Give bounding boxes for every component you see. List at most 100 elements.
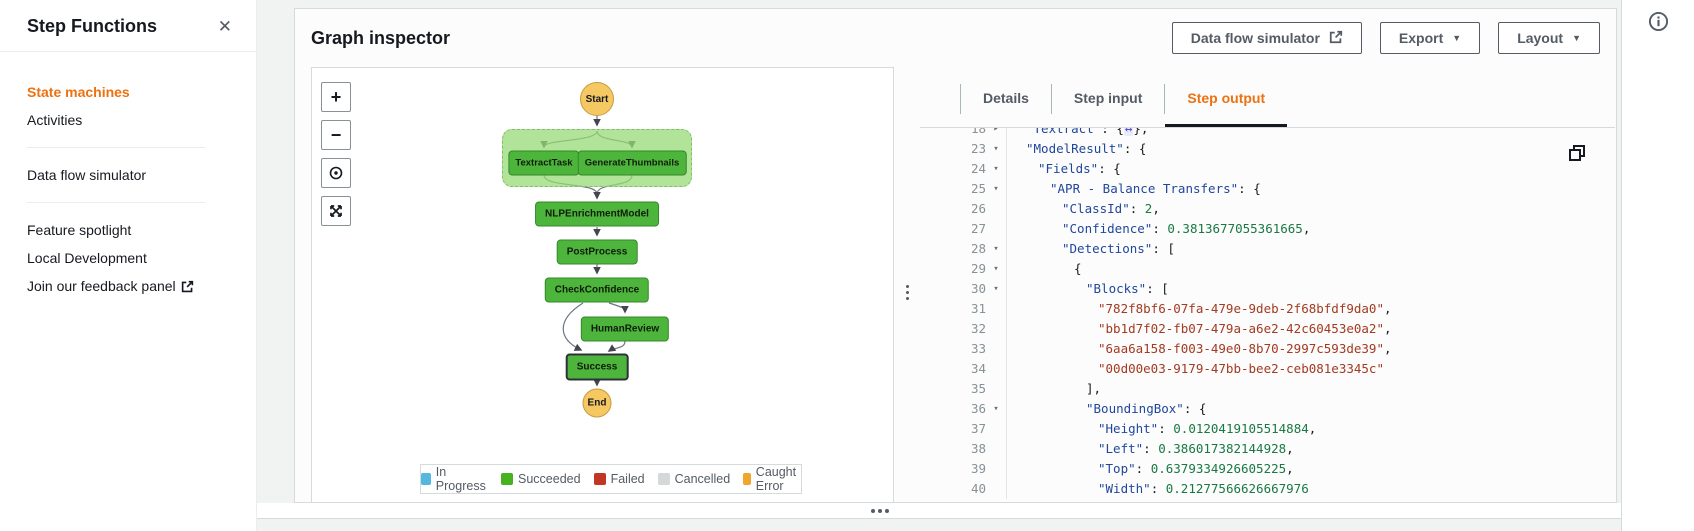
line-number: 30	[970, 281, 986, 296]
divider	[0, 51, 256, 52]
divider	[27, 202, 205, 203]
code-text: "00d00e03-9179-47bb-bee2-ceb081e3345c"	[1006, 359, 1615, 379]
line-number: 37	[970, 421, 986, 436]
line-number: 31	[970, 301, 986, 316]
code-text: "ClassId": 2,	[1006, 199, 1615, 219]
export-button[interactable]: Export ▼	[1379, 22, 1481, 54]
code-text: "Blocks": [	[1006, 279, 1615, 299]
sidebar-item-state-machines[interactable]: State machines	[27, 84, 130, 100]
fold-spacer	[986, 459, 1006, 479]
fold-toggle-icon[interactable]: ▾	[993, 404, 999, 414]
sidebar-item-data-flow-simulator[interactable]: Data flow simulator	[27, 167, 147, 183]
fold-toggle-icon[interactable]: ▾	[993, 264, 999, 274]
tab-details[interactable]: Details	[983, 89, 1029, 106]
panel-splitter-horizontal[interactable]	[257, 503, 1621, 519]
right-rail	[1621, 0, 1694, 531]
sidebar-item-activities[interactable]: Activities	[27, 112, 83, 128]
zoom-out-icon[interactable]: −	[321, 120, 351, 150]
layout-button[interactable]: Layout ▼	[1498, 22, 1600, 54]
fold-toggle-icon[interactable]: ▾	[993, 144, 999, 154]
code-text: "Height": 0.0120419105514884,	[1006, 419, 1615, 439]
divider	[960, 84, 961, 114]
graph-node-nlp-enrichment-model[interactable]: NLPEnrichmentModel	[535, 201, 659, 227]
tab-step-output[interactable]: Step output	[1165, 71, 1288, 127]
info-icon[interactable]	[1648, 11, 1669, 32]
sidebar-item-local-development[interactable]: Local Development	[27, 250, 147, 266]
fold-spacer	[986, 199, 1006, 219]
code-text: "APR - Balance Transfers": {	[1006, 179, 1615, 199]
graph-node-success[interactable]: Success	[565, 353, 629, 381]
legend-swatch	[743, 473, 751, 485]
code-line: 39"Top": 0.6379334926605225,	[920, 459, 1615, 479]
code-line: 24▾"Fields": {	[920, 159, 1615, 179]
code-text: "BoundingBox": {	[1006, 399, 1615, 419]
code-text: "Textract": {↔},	[1006, 128, 1615, 139]
line-number: 35	[970, 381, 986, 396]
code-line: 25 ▾ "APR - Balance Transfers": {	[920, 179, 1615, 199]
graph-node-human-review[interactable]: HumanReview	[580, 316, 670, 342]
code-line: 35],	[920, 379, 1615, 399]
legend-swatch	[421, 473, 431, 485]
line-number: 40	[970, 481, 986, 496]
graph-node-check-confidence[interactable]: CheckConfidence	[544, 277, 650, 303]
line-number: 32	[970, 321, 986, 336]
panel-splitter-vertical[interactable]	[899, 67, 917, 500]
code-line: 38 "Left": 0.386017382144928,	[920, 439, 1615, 459]
tab-strip: Details Step input Step output	[920, 71, 1615, 128]
line-number: 39	[970, 461, 986, 476]
copy-icon[interactable]	[1567, 142, 1589, 164]
code-text: "Detections": [	[1006, 239, 1615, 259]
graph-node-textract-task[interactable]: TextractTask	[508, 150, 580, 176]
fold-toggle-icon[interactable]: ▾	[993, 284, 999, 294]
graph-node-post-process[interactable]: PostProcess	[556, 239, 638, 265]
graph-canvas: + −	[311, 67, 894, 503]
legend-item: Cancelled	[657, 472, 730, 486]
divider	[1164, 84, 1166, 114]
legend-item: Succeeded	[501, 472, 581, 486]
fold-spacer	[986, 379, 1006, 399]
divider	[1050, 84, 1052, 114]
line-number: 38	[970, 441, 986, 456]
code-text: "Width": 0.21277566626667976	[1006, 479, 1615, 499]
fold-spacer	[986, 419, 1006, 439]
header-actions: Data flow simulator Export ▼ Layout ▼	[1171, 22, 1600, 54]
code-line: 30 ▾ "Blocks": [	[920, 279, 1615, 299]
tab-step-input[interactable]: Step input	[1073, 89, 1143, 106]
line-number: 23	[970, 141, 986, 156]
line-number: 33	[970, 341, 986, 356]
fold-toggle-icon[interactable]: ▾	[993, 244, 999, 254]
caret-down-icon: ▼	[1452, 32, 1462, 43]
line-number: 28	[970, 241, 986, 256]
divider	[27, 147, 205, 148]
fold-toggle-icon[interactable]: ▸	[993, 128, 999, 134]
fold-spacer	[986, 339, 1006, 359]
fit-to-view-icon[interactable]	[321, 196, 351, 226]
button-label: Export	[1398, 30, 1444, 46]
graph-node-start[interactable]: Start	[580, 82, 614, 116]
sidebar-item-feature-spotlight[interactable]: Feature spotlight	[27, 222, 132, 238]
graph-node-generate-thumbnails[interactable]: GenerateThumbnails	[577, 150, 687, 176]
fold-toggle-icon[interactable]: ▾	[993, 184, 999, 194]
legend-item: In Progress	[421, 465, 488, 493]
sidebar-item-feedback-panel[interactable]: Join our feedback panel	[27, 272, 229, 300]
zoom-in-icon[interactable]: +	[321, 82, 351, 112]
external-link-icon	[176, 278, 194, 294]
code-line: 37 "Height": 0.0120419105514884,	[920, 419, 1615, 439]
code-text: "Fields": {	[1006, 159, 1615, 179]
line-number: 29	[970, 261, 986, 276]
legend-label: In Progress	[435, 465, 486, 493]
legend-label: Failed	[610, 472, 645, 486]
line-number: 25	[970, 181, 986, 196]
graph-node-end[interactable]: End	[582, 388, 612, 418]
legend-swatch	[657, 473, 670, 485]
center-graph-icon[interactable]	[321, 158, 351, 188]
drag-handle-icon	[871, 509, 889, 513]
code-line: 27"Confidence": 0.3813677055361665,	[920, 219, 1615, 239]
legend-swatch	[501, 473, 514, 485]
line-number: 36	[970, 401, 986, 416]
close-icon[interactable]: ✕	[217, 17, 232, 36]
code-text: "Left": 0.386017382144928,	[1006, 439, 1615, 459]
data-flow-simulator-button[interactable]: Data flow simulator	[1171, 22, 1362, 54]
fold-spacer	[986, 439, 1006, 459]
fold-toggle-icon[interactable]: ▾	[993, 164, 999, 174]
